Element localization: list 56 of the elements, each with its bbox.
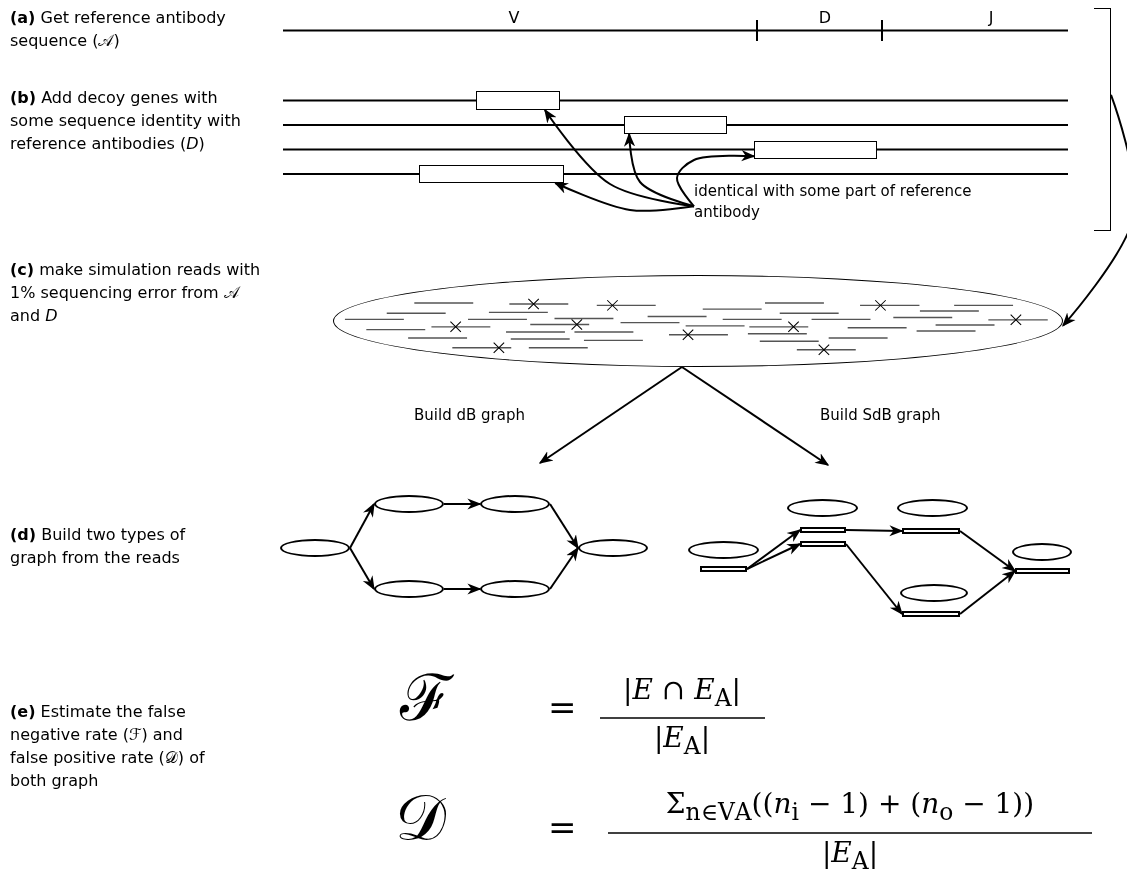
formula-symbol: 𝒟 xyxy=(395,782,446,856)
graph-node-ellipse xyxy=(374,580,444,598)
read-bar xyxy=(700,566,747,572)
graph-node-ellipse xyxy=(480,580,550,598)
read-bar xyxy=(1015,568,1070,574)
gene-segment-box xyxy=(476,91,560,110)
edge-label: Build dB graph xyxy=(412,406,527,424)
step-text: (b) Add decoy genes with some sequence identity with reference antibodies (D) xyxy=(10,87,242,155)
step-text: (d) Build two types of graph from the reads xyxy=(10,524,187,569)
graph-node-ellipse xyxy=(1012,543,1072,561)
arrow xyxy=(1062,93,1127,327)
gene-segment-box xyxy=(624,116,727,134)
read-bar xyxy=(902,528,960,534)
arrow xyxy=(845,543,903,616)
arrow xyxy=(680,366,830,466)
formula-denominator: |E$_{A}$| xyxy=(653,722,711,760)
read-bar xyxy=(902,611,960,617)
arrow xyxy=(443,498,482,510)
arrow xyxy=(549,546,579,590)
edge-label: Build SdB graph xyxy=(818,406,943,424)
arrow xyxy=(746,543,802,570)
region-label: J xyxy=(988,7,994,29)
read-bar xyxy=(800,541,846,547)
graph-node-ellipse xyxy=(578,539,648,557)
arrow xyxy=(845,525,904,537)
read-bar xyxy=(800,527,846,533)
bracket xyxy=(1094,8,1111,231)
graph-node-ellipse xyxy=(900,584,968,602)
step-text: (e) Estimate the false negative rate (ℱ) and false positive rate (𝒟) of both graph xyxy=(10,701,206,792)
annotation-text: identical with some part of reference antibody xyxy=(694,181,974,227)
formula-denominator: |E$_{A}$| xyxy=(821,837,879,875)
gene-segment-box xyxy=(754,141,877,159)
formula-symbol: ℱ xyxy=(400,662,453,736)
arrow xyxy=(443,583,482,595)
arrow xyxy=(538,366,683,464)
arrow xyxy=(959,570,1017,615)
step-text: (c) make simulation reads with 1% sequencing error from 𝒜 and D xyxy=(10,259,262,327)
arrow xyxy=(349,502,375,549)
equals-sign: = xyxy=(548,688,577,728)
arrow xyxy=(676,150,756,208)
region-label: V xyxy=(508,7,520,29)
arrow xyxy=(746,529,802,570)
graph-node-ellipse xyxy=(688,541,759,559)
graph-node-ellipse xyxy=(280,539,350,557)
step-text: (a) Get reference antibody sequence (𝒜) xyxy=(10,7,227,52)
formula-numerator: Σ$_{n∈V}$$_{A}$((n$_{i}$ − 1) + (n$_{o}$ − 1)) xyxy=(665,788,1035,826)
arrow xyxy=(349,547,375,591)
formula-numerator: |E ∩ E$_{A}$| xyxy=(623,674,741,712)
region-label: D xyxy=(818,7,832,29)
arrow xyxy=(549,503,579,550)
graph-node-ellipse xyxy=(480,495,550,513)
arrow xyxy=(554,182,695,212)
equals-sign: = xyxy=(548,808,577,848)
gene-segment-box xyxy=(419,165,564,183)
arrow xyxy=(624,132,695,208)
graph-node-ellipse xyxy=(374,495,444,513)
